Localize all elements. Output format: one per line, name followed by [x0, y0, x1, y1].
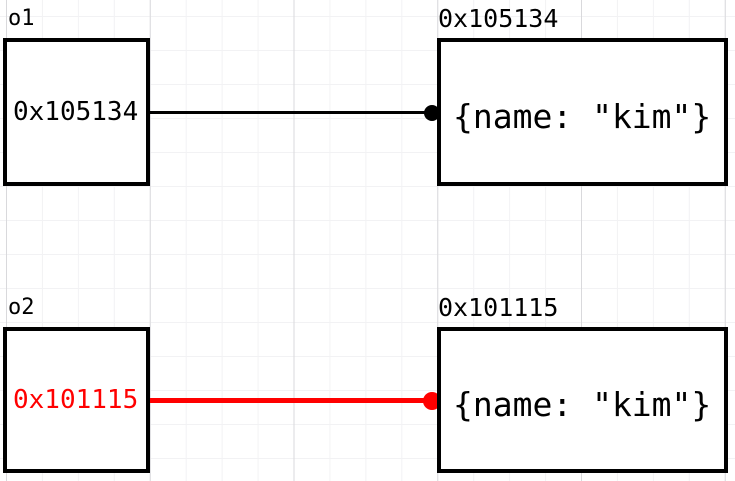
- object-value: {name: "kim"}: [453, 384, 712, 424]
- variable-name-label: o2: [8, 295, 35, 320]
- reference-row-o2: o2 0x101115 0x101115 {name: "kim"}: [0, 291, 735, 481]
- reference-row-o1: o1 0x105134 0x105134 {name: "kim"}: [0, 2, 735, 192]
- pointer-endpoint-dot: [423, 392, 441, 410]
- pointer-line: [150, 111, 433, 114]
- object-address-label: 0x105134: [438, 4, 559, 33]
- pointer-line: [150, 398, 433, 403]
- object-address-label: 0x101115: [438, 293, 559, 322]
- object-value: {name: "kim"}: [453, 96, 712, 136]
- pointer-endpoint-dot: [424, 105, 440, 121]
- object-box: {name: "kim"}: [437, 38, 728, 186]
- object-box: {name: "kim"}: [437, 327, 728, 473]
- variable-box: 0x105134: [3, 38, 150, 186]
- variable-value: 0x105134: [13, 97, 139, 127]
- variable-box: 0x101115: [3, 327, 150, 473]
- variable-value: 0x101115: [13, 385, 139, 415]
- variable-name-label: o1: [8, 6, 35, 31]
